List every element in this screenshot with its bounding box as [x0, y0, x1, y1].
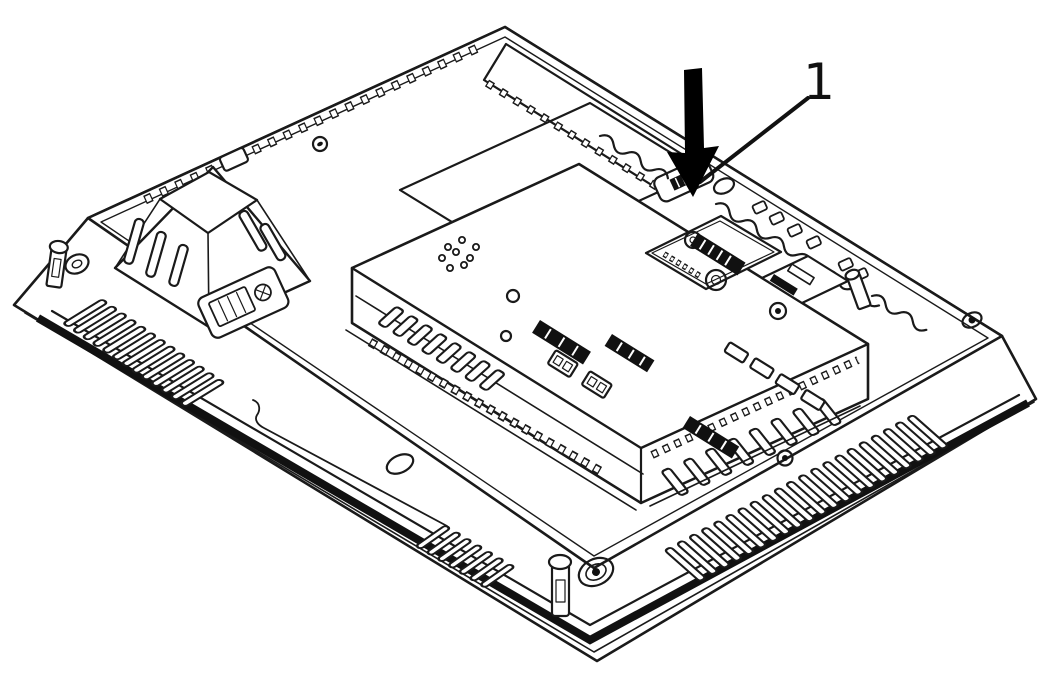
vent-slot — [426, 531, 461, 556]
vent-slot — [907, 414, 949, 450]
vent-slot — [858, 441, 900, 476]
vent-slot — [894, 421, 936, 456]
vent-slot — [810, 467, 852, 503]
edge-hole — [751, 200, 768, 215]
vent-slot — [748, 427, 776, 456]
side-step-line — [252, 399, 448, 527]
vent-slot — [480, 563, 515, 588]
vent-slot — [378, 306, 404, 328]
edge-holes — [751, 200, 869, 282]
vent-slot — [63, 299, 108, 327]
power-connector — [197, 266, 290, 339]
vent-slot — [121, 339, 166, 367]
clamp-top-right — [844, 268, 872, 311]
vent-slot — [160, 365, 205, 394]
vent-slot-group — [63, 299, 225, 407]
clamp-bottom — [547, 553, 573, 618]
vent-slot — [749, 500, 791, 536]
vent-slot — [415, 525, 451, 549]
top-edge-castellation — [143, 41, 484, 205]
vent-slot — [834, 454, 876, 489]
vent-slot — [822, 461, 864, 496]
edge-hole — [768, 211, 785, 226]
edge-hole — [786, 223, 803, 238]
vent-slot — [435, 342, 462, 364]
vent-slot — [92, 319, 137, 347]
hole-cluster — [437, 235, 480, 272]
edge-hole — [837, 257, 854, 272]
pin-hole — [457, 235, 466, 244]
vent-slot — [683, 457, 711, 486]
module-slot — [800, 389, 826, 411]
vent-slot — [437, 538, 472, 562]
pin-hole — [471, 242, 480, 251]
vent-slot — [725, 514, 767, 549]
pin-hole — [465, 253, 474, 262]
vent-slot — [82, 312, 127, 341]
edge-hole — [805, 235, 822, 250]
vent-slot — [773, 487, 815, 522]
vent-slot — [180, 379, 225, 407]
vent-slot-group — [415, 525, 515, 588]
clamp-left — [45, 239, 69, 289]
pin-hole — [443, 242, 452, 251]
module-slot — [749, 357, 775, 380]
module-slot — [774, 373, 800, 396]
module-silhouette — [350, 162, 870, 505]
rear-face-inner-line — [100, 36, 989, 557]
vent-slot — [479, 369, 505, 391]
module-slot — [723, 341, 750, 364]
vent-slot — [701, 527, 743, 562]
vent-slot — [464, 360, 491, 382]
vent-slot — [761, 494, 803, 529]
central-module — [345, 162, 870, 511]
vent-slot-group — [664, 414, 949, 582]
pin-hole — [459, 260, 468, 269]
vent-slot-group — [378, 306, 505, 391]
vent-slot — [785, 481, 827, 516]
pin-hole — [437, 253, 446, 262]
module-chamfer-vents — [378, 306, 505, 391]
interface-bay — [644, 214, 783, 292]
bezel-step-line — [24, 312, 1035, 653]
callout-leader-line — [698, 96, 810, 184]
vent-slot — [798, 474, 839, 509]
vent-slot — [141, 352, 186, 381]
callout-arrow-icon — [667, 68, 719, 197]
vent-slot — [458, 551, 494, 575]
oval-hole — [712, 177, 736, 195]
vent-slot — [713, 520, 755, 555]
vent-slot — [150, 359, 196, 387]
vent-slot — [737, 507, 779, 542]
vent-slot — [72, 305, 118, 334]
vent-slot — [705, 447, 733, 476]
vent-slot — [676, 540, 718, 575]
module-slot-row — [723, 341, 826, 411]
vent-slot — [846, 448, 888, 483]
pin-hole — [451, 247, 460, 256]
vent-slot — [131, 345, 176, 374]
vent-slot — [882, 428, 924, 463]
vent-slot — [870, 434, 912, 470]
mounting-clamps — [45, 239, 872, 618]
vent-slot — [392, 315, 419, 337]
vent-slot — [421, 333, 448, 355]
vent-slot — [111, 332, 157, 361]
vent-slot — [406, 324, 433, 346]
vent-slot — [447, 544, 483, 569]
vent-slot — [450, 351, 477, 373]
screw-bosses — [64, 135, 983, 588]
vent-slot — [170, 372, 215, 401]
pin-hole — [445, 263, 454, 272]
vent-slot — [661, 467, 689, 496]
vent-slot — [688, 533, 730, 569]
vent-slot — [469, 557, 504, 582]
callout: 1 — [667, 53, 835, 197]
vent-slot — [102, 325, 147, 354]
callout-label: 1 — [803, 53, 835, 111]
vent-slots — [63, 299, 949, 588]
vent-slot — [664, 547, 706, 582]
